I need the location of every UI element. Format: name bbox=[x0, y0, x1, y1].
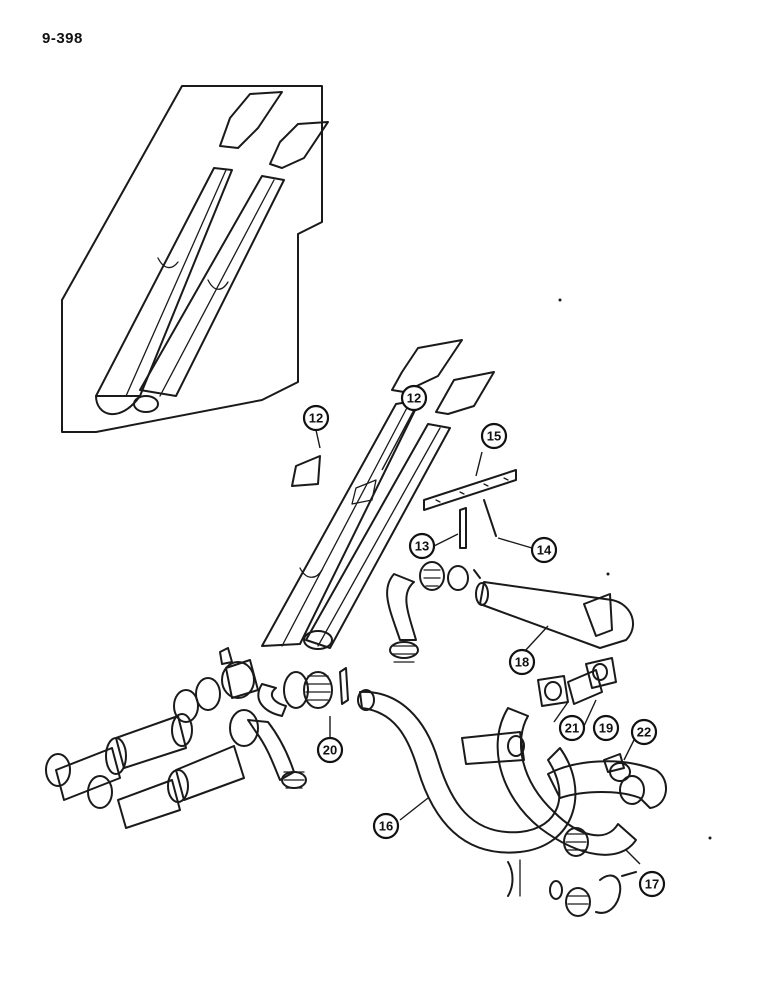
svg-text:14: 14 bbox=[537, 543, 552, 558]
svg-text:17: 17 bbox=[645, 877, 659, 892]
callout-14: 14 bbox=[530, 536, 558, 564]
svg-text:13: 13 bbox=[415, 539, 429, 554]
flange-plate-b bbox=[585, 657, 617, 689]
stack-pipe-upper bbox=[261, 399, 421, 647]
callout-13: 13 bbox=[408, 532, 436, 560]
long-pipe-s-bend bbox=[357, 689, 577, 854]
support-bracket bbox=[459, 507, 467, 549]
mounting-bracket-strip bbox=[423, 469, 517, 511]
svg-text:12: 12 bbox=[309, 411, 323, 426]
callout-12-b: 12 bbox=[400, 384, 428, 412]
inset-deflector-b bbox=[269, 121, 329, 169]
svg-text:20: 20 bbox=[323, 743, 337, 758]
callout-22: 22 bbox=[630, 718, 658, 746]
callout-12: 12 bbox=[302, 404, 330, 432]
callout-19: 19 bbox=[592, 714, 620, 742]
center-connector-assembly bbox=[219, 647, 349, 789]
svg-text:12: 12 bbox=[407, 391, 421, 406]
inset-border bbox=[61, 85, 323, 433]
callout-16: 16 bbox=[372, 812, 400, 840]
extension-pipes-left bbox=[45, 677, 259, 829]
support-rod bbox=[483, 499, 497, 537]
flex-elbow-upper bbox=[386, 561, 481, 663]
inset-deflector-a bbox=[219, 91, 283, 149]
svg-text:22: 22 bbox=[637, 725, 651, 740]
crossover-pipe bbox=[475, 581, 634, 649]
svg-text:21: 21 bbox=[565, 721, 579, 736]
flex-pieces-lower bbox=[507, 827, 637, 917]
callout-18: 18 bbox=[508, 648, 536, 676]
svg-text:19: 19 bbox=[599, 721, 613, 736]
svg-text:16: 16 bbox=[379, 819, 393, 834]
page-number: 9-398 bbox=[42, 30, 83, 47]
svg-text:18: 18 bbox=[515, 655, 529, 670]
callout-17: 17 bbox=[638, 870, 666, 898]
leader-lines bbox=[315, 409, 641, 865]
inset-tailpipe-b bbox=[133, 175, 285, 413]
stack-pipe-lower bbox=[303, 423, 451, 650]
callout-15: 15 bbox=[480, 422, 508, 450]
callout-21: 21 bbox=[558, 714, 586, 742]
inset-panel bbox=[61, 85, 329, 433]
callout-20: 20 bbox=[316, 736, 344, 764]
deflector-tip-lower bbox=[435, 371, 495, 415]
svg-text:15: 15 bbox=[487, 429, 501, 444]
flange-plate-a bbox=[537, 675, 569, 707]
u-pipe-right bbox=[461, 707, 667, 856]
heat-shield-plate bbox=[291, 455, 321, 487]
